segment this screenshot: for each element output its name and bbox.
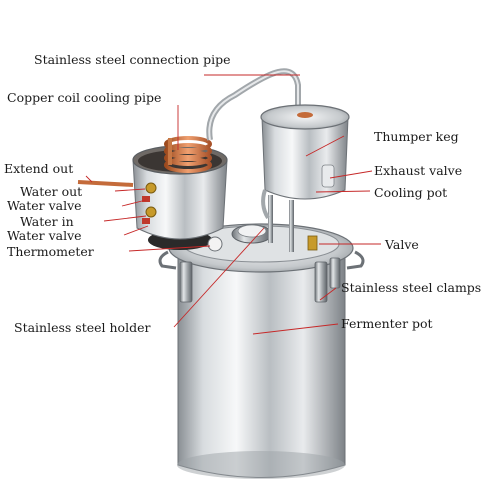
label-thumper-keg: Thumper keg	[374, 129, 459, 144]
line-extend-out	[85, 175, 93, 183]
fermenter-pot-shape	[158, 223, 365, 479]
line-thermometer	[128, 245, 211, 252]
line-water-valve-bottom	[123, 225, 149, 236]
label-clamps: Stainless steel clamps	[341, 280, 482, 295]
line-exhaust-valve	[329, 170, 373, 179]
label-water-valve-bottom: Water valve	[7, 228, 82, 243]
line-clamps	[319, 287, 337, 301]
line-holder	[173, 227, 265, 328]
line-water-in	[103, 215, 147, 222]
thermometer-shape	[207, 236, 223, 252]
label-water-out: Water out	[20, 184, 83, 199]
thumper-keg-shape	[260, 104, 350, 220]
label-cooling-pot: Cooling pot	[374, 185, 448, 200]
line-thumper-keg	[305, 135, 345, 157]
line-water-out	[114, 188, 146, 192]
line-water-valve-top	[121, 199, 147, 207]
valve-shape	[307, 235, 318, 251]
holder-shape	[268, 195, 294, 252]
label-thermometer: Thermometer	[7, 244, 94, 259]
label-water-in: Water in	[20, 214, 74, 229]
label-holder: Stainless steel holder	[14, 320, 151, 335]
label-valve: Valve	[385, 237, 419, 252]
label-fermenter-pot: Fermenter pot	[341, 316, 433, 331]
leader-lines	[85, 74, 381, 335]
label-extend-out: Extend out	[4, 161, 74, 176]
cooling-pot-shape	[77, 136, 228, 250]
label-copper-coil: Copper coil cooling pipe	[7, 90, 162, 105]
label-exhaust-valve: Exhaust valve	[374, 163, 463, 178]
label-water-valve-top: Water valve	[7, 198, 82, 213]
line-cooling-pot	[315, 190, 371, 193]
line-fermenter-pot	[252, 323, 339, 335]
label-connection-pipe: Stainless steel connection pipe	[34, 52, 231, 67]
